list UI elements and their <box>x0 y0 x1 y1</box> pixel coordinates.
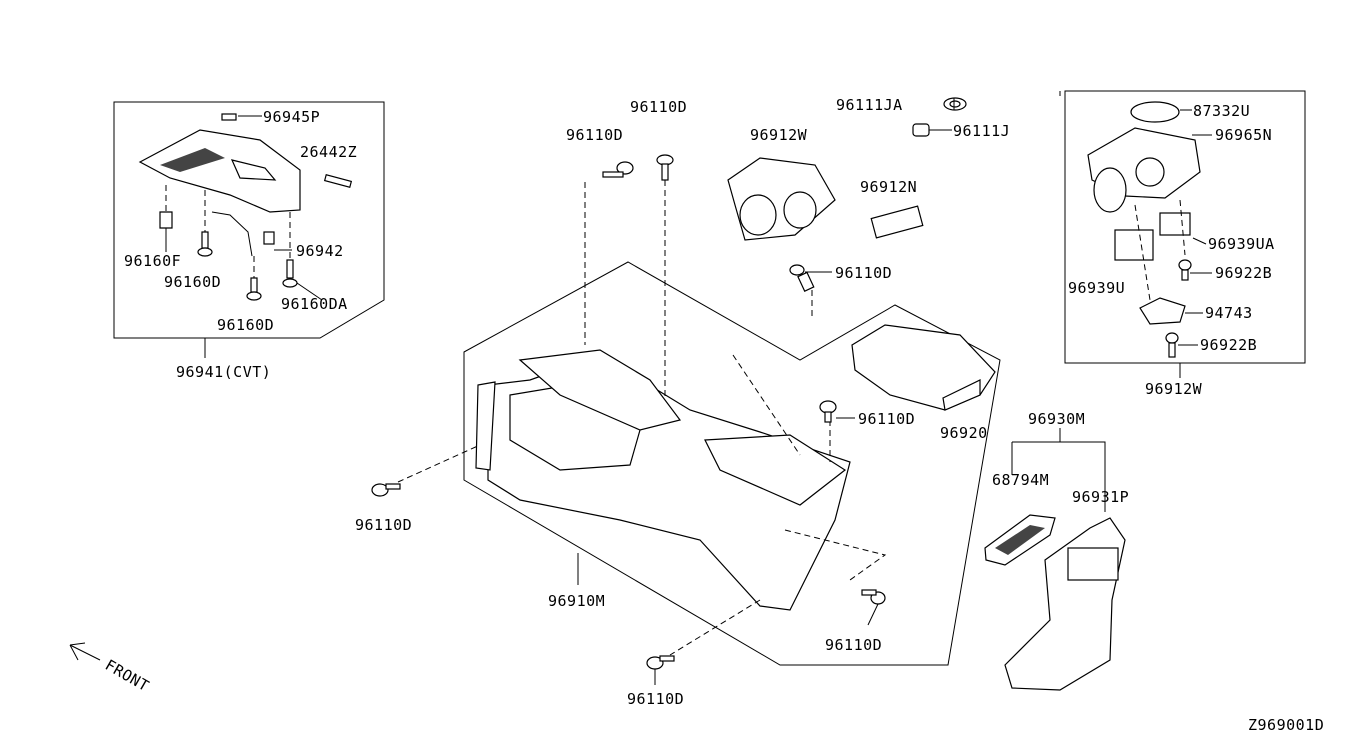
console-box-group <box>371 154 1001 685</box>
callout-96110D-6: 96110D <box>825 636 882 654</box>
callout-96922B-a: 96922B <box>1215 264 1272 282</box>
screw-96110D-5[interactable] <box>819 400 855 423</box>
callout-96945P: 96945P <box>263 108 320 126</box>
callout-96160D-b: 96160D <box>217 316 274 334</box>
cupholder-group <box>727 97 967 241</box>
finisher-cup-right <box>1135 157 1165 187</box>
clip-96160F[interactable] <box>159 211 173 229</box>
screw-96110D-3[interactable] <box>371 483 401 497</box>
ring-87332U[interactable] <box>1130 101 1180 123</box>
screw-96160D-b[interactable] <box>246 256 262 301</box>
callout-96912N: 96912N <box>860 178 917 196</box>
callout-96110D-2: 96110D <box>630 98 687 116</box>
finisher-switch-hole <box>230 159 277 181</box>
callout-96939UA: 96939UA <box>1208 235 1275 253</box>
screw-96922B-b[interactable] <box>1165 332 1179 344</box>
callout-87332U: 87332U <box>1193 102 1250 120</box>
callout-96110D-3: 96110D <box>355 516 412 534</box>
bracket-94743[interactable] <box>1139 297 1186 325</box>
callout-96930M: 96930M <box>1028 410 1085 428</box>
console-bracket <box>518 349 682 431</box>
vent-louver <box>995 525 1045 555</box>
front-arrow: FRONT <box>69 642 152 695</box>
callout-96939U: 96939U <box>1068 279 1125 297</box>
screw-96110D-2[interactable] <box>656 154 674 181</box>
cupholder-finisher-frame <box>1064 90 1306 364</box>
shifter-finisher-frame <box>113 101 385 339</box>
console-side-bracket <box>475 381 496 471</box>
screw-96922B-a[interactable] <box>1178 259 1192 271</box>
callout-26442Z: 26442Z <box>300 143 357 161</box>
armrest-group <box>851 324 996 411</box>
callout-96160D-a: 96160D <box>164 273 221 291</box>
lamp-26442Z[interactable] <box>323 174 353 188</box>
callout-68794M: 68794M <box>992 471 1049 489</box>
front-label: FRONT <box>102 656 152 695</box>
screw-96160DA[interactable] <box>282 212 323 301</box>
screw-96110D-1[interactable] <box>602 161 634 178</box>
callout-96110D-1: 96110D <box>566 126 623 144</box>
screw-96110D-4[interactable] <box>789 264 832 292</box>
finisher-grille <box>160 148 225 172</box>
callout-96111JA: 96111JA <box>836 96 903 114</box>
callout-96931P: 96931P <box>1072 488 1129 506</box>
callout-96965N: 96965N <box>1215 126 1272 144</box>
clip-96945P[interactable] <box>221 113 237 121</box>
shifter-finisher-panel[interactable] <box>138 129 301 213</box>
screw-96110D-7[interactable] <box>646 655 675 685</box>
connector-96942[interactable] <box>263 231 275 245</box>
callout-96111J: 96111J <box>953 122 1010 140</box>
plug-96111J[interactable] <box>912 123 930 137</box>
armrest-latch <box>942 379 981 411</box>
callout-96942: 96942 <box>296 242 344 260</box>
callout-96912W-top: 96912W <box>750 126 808 144</box>
callout-96912W-box: 96912W <box>1145 380 1203 398</box>
screw-96110D-6[interactable] <box>861 589 886 626</box>
switch-96939U[interactable] <box>1114 229 1154 261</box>
callout-96110D-5: 96110D <box>858 410 915 428</box>
callout-96110D-4: 96110D <box>835 264 892 282</box>
console-box-frame <box>463 261 1001 666</box>
callout-94743: 94743 <box>1205 304 1253 322</box>
callout-96160DA: 96160DA <box>281 295 348 313</box>
callout-96110D-7: 96110D <box>627 690 684 708</box>
harness-96942 <box>211 211 253 257</box>
cupholder-finisher-group <box>1064 90 1306 378</box>
screw-96160D-a[interactable] <box>197 190 213 257</box>
console-cupholder-area <box>704 434 847 506</box>
switch-96939UA[interactable] <box>1159 212 1191 236</box>
finisher-cup-left <box>1093 167 1127 213</box>
finisher-switch-panel <box>1067 547 1119 581</box>
bracket-96912N[interactable] <box>870 205 924 239</box>
callout-96910M: 96910M <box>548 592 605 610</box>
cupholder-right-cup <box>783 191 817 229</box>
shifter-finisher-group <box>113 101 385 358</box>
callout-96941CVT: 96941(CVT) <box>176 363 271 381</box>
callout-96920: 96920 <box>940 424 988 442</box>
diagram-id: Z969001D <box>1248 716 1324 734</box>
cupholder-left-cup <box>739 194 777 236</box>
callout-96160F: 96160F <box>124 252 181 270</box>
callout-96922B-b: 96922B <box>1200 336 1257 354</box>
rear-finisher-group <box>984 428 1126 691</box>
